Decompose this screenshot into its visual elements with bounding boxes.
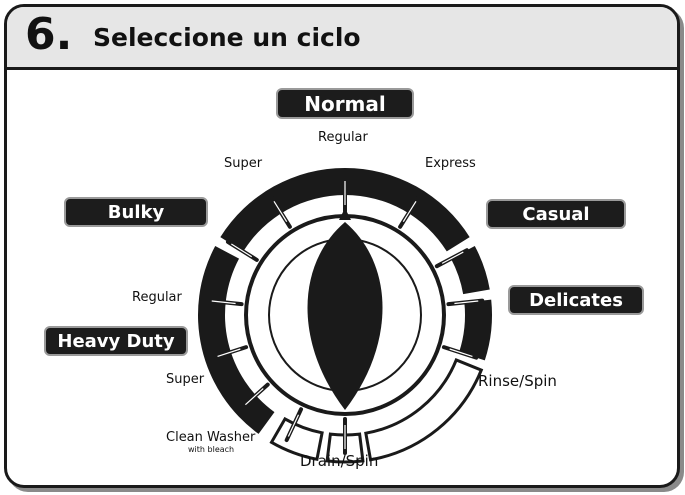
- dial-tick-highlight: [231, 243, 253, 258]
- segment-rinse-spin: [364, 358, 484, 462]
- category-heavy-duty: Heavy Duty: [44, 326, 188, 356]
- label-drain-spin: Drain/Spin: [300, 452, 379, 470]
- label-rinse-spin: Rinse/Spin: [478, 372, 557, 390]
- category-casual: Casual: [486, 199, 626, 229]
- label-clean-washer: Clean Washer: [166, 430, 256, 445]
- segment-normal: [220, 168, 470, 252]
- dial-tick-highlight: [245, 388, 264, 406]
- label-regular-left: Regular: [132, 290, 182, 305]
- label-super-bottom: Super: [166, 372, 205, 387]
- segment-clean-washer: [269, 416, 324, 462]
- segment-casual: [450, 245, 490, 295]
- category-delicates: Delicates: [508, 285, 644, 315]
- dial-tick-highlight: [449, 348, 473, 357]
- dial-ring-segments: [198, 168, 493, 434]
- category-bulky: Bulky: [64, 197, 208, 227]
- dial-tick-highlight: [211, 300, 236, 305]
- category-normal: Normal: [276, 88, 414, 119]
- card-header: 6. Seleccione un ciclo: [7, 7, 677, 70]
- dial-tick-highlight: [441, 251, 464, 264]
- label-express: Express: [425, 156, 476, 171]
- dial-indicator-arrow: [339, 208, 351, 220]
- step-number: 6.: [25, 9, 73, 60]
- segment-delicates: [459, 299, 493, 361]
- dial-tick-marks: [205, 175, 485, 455]
- dial-knob-pointer: [307, 222, 383, 410]
- dial-tick-highlight: [273, 201, 288, 223]
- dial-tick-highlight: [454, 300, 479, 305]
- dial-outline-segments: [269, 358, 484, 464]
- label-regular-top: Regular: [318, 130, 368, 145]
- dial-tick-highlight: [287, 414, 300, 437]
- dial-tick-highlight: [402, 201, 417, 223]
- dial-tick-highlight: [217, 348, 241, 357]
- segment-bulky-heavy: [198, 245, 275, 434]
- label-with-bleach: with bleach: [188, 445, 235, 454]
- step-title: Seleccione un ciclo: [93, 23, 361, 52]
- label-super-top: Super: [224, 156, 263, 171]
